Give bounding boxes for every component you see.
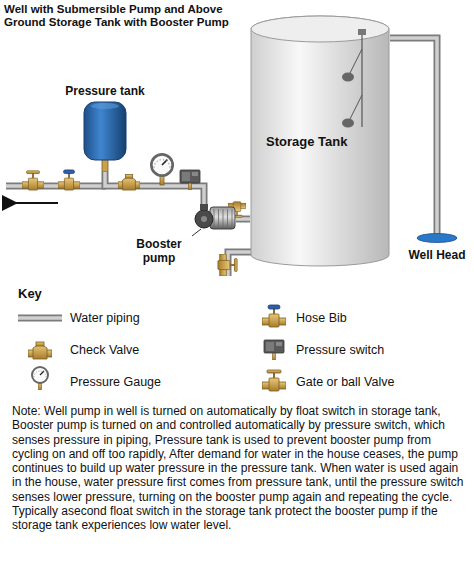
pressure-gauge-symbol [32, 367, 48, 390]
pressure-gauge [151, 154, 172, 185]
hose-bib [58, 170, 80, 190]
legend-text: Hose Bib [296, 311, 347, 325]
well-head: Well Head [404, 228, 470, 270]
check-valve-symbol [28, 342, 52, 359]
legend-text: Water piping [70, 311, 140, 325]
gate-valve-symbol [262, 370, 286, 391]
house-pipe [6, 186, 106, 187]
booster-pump-drawing [194, 204, 236, 232]
key-heading: Key [18, 286, 42, 301]
storage-tank-label: Storage Tank [266, 135, 347, 149]
gate-valve [22, 171, 44, 190]
drain-pipe [228, 252, 252, 276]
flow-arrow [16, 202, 58, 204]
diagram-title: Well with Submersible Pump and Above Gro… [4, 3, 254, 29]
pressure-tank-label: Pressure tank [59, 84, 151, 98]
booster-pump-label: Booster pump [130, 237, 188, 265]
legend-text: Pressure Gauge [70, 375, 161, 389]
leader-line [192, 229, 201, 236]
storage-tank: Storage Tank [250, 15, 390, 267]
check-valve [118, 175, 140, 191]
water-pipe [390, 38, 437, 228]
pressure-tank: Pressure tank [59, 84, 151, 172]
legend-text: Check Valve [70, 343, 139, 357]
legend-text: Gate or ball Valve [296, 375, 394, 389]
well-head-drawing [404, 228, 470, 244]
legend-pipe-sample [18, 318, 62, 319]
booster-pump: Booster pump [194, 204, 236, 232]
water-pipe [236, 219, 250, 220]
well-head-label: Well Head [404, 248, 470, 262]
pressure-switch-symbol [264, 340, 284, 360]
note-text: Note: Well pump in well is turned on aut… [12, 404, 464, 533]
pressure-switch [180, 170, 200, 190]
legend-text: Pressure switch [296, 343, 384, 357]
gate-valve [218, 254, 237, 276]
hose-bib-symbol [262, 305, 286, 327]
